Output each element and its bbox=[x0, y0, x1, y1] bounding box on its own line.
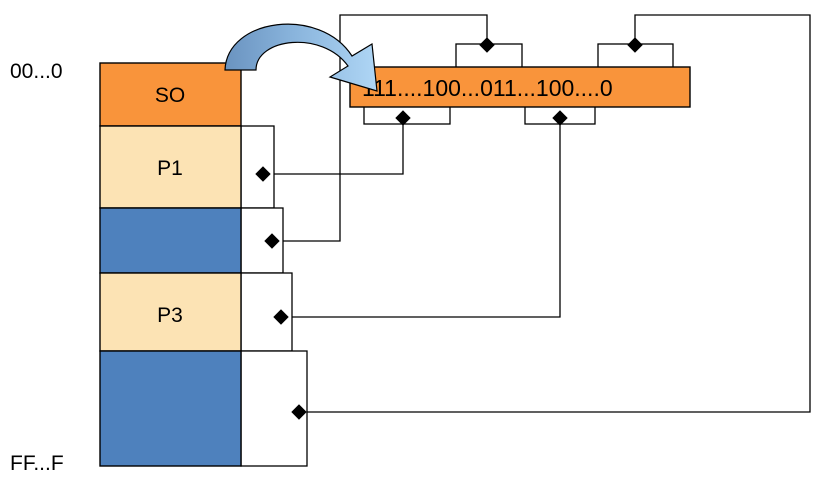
curved-mapping-arrow bbox=[224, 23, 378, 92]
tap-marker-block5[interactable] bbox=[291, 404, 307, 420]
bitmap-tap-bottom-left[interactable] bbox=[395, 110, 411, 126]
bitmap-rect[interactable] bbox=[349, 66, 691, 108]
bitmap-box[interactable]: 111....100...011...100....0 bbox=[349, 66, 691, 108]
block-unnamed-2[interactable] bbox=[99, 207, 242, 274]
tap-marker-p1[interactable] bbox=[255, 166, 271, 182]
address-bottom-label: FF...F bbox=[10, 452, 64, 475]
bitmap-tap-markers bbox=[395, 37, 643, 126]
bitmap-value: 111....100...011...100....0 bbox=[362, 75, 613, 101]
bitmap-tap-top-left[interactable] bbox=[479, 37, 495, 53]
bitmap-tap-bottom-right[interactable] bbox=[552, 110, 568, 126]
block-p3[interactable] bbox=[99, 272, 242, 352]
tap-marker-p3[interactable] bbox=[273, 309, 289, 325]
connector-bracket-p3 bbox=[240, 272, 293, 352]
block-label-p3: P3 bbox=[157, 304, 183, 327]
address-top-label: 00...0 bbox=[10, 60, 63, 83]
connector-bracket-p1 bbox=[240, 125, 275, 209]
arrow-shape bbox=[224, 23, 378, 92]
wire-p1-to-bitmap bbox=[263, 123, 404, 175]
block-so[interactable] bbox=[99, 62, 242, 127]
bitmap-tap-top-right[interactable] bbox=[627, 37, 643, 53]
wire-block5-to-bitmap bbox=[299, 14, 811, 413]
wire-block2-to-bitmap bbox=[272, 14, 488, 242]
wire-p3-to-bitmap bbox=[281, 123, 561, 318]
block-label-so: SO bbox=[155, 84, 185, 107]
block-p1[interactable] bbox=[99, 125, 242, 209]
wire-network bbox=[263, 14, 811, 413]
tap-marker-block2[interactable] bbox=[264, 233, 280, 249]
block-unnamed-5[interactable] bbox=[99, 350, 242, 467]
address-space-column: SO P1 P3 bbox=[99, 62, 308, 467]
block-label-p1: P1 bbox=[157, 157, 183, 180]
